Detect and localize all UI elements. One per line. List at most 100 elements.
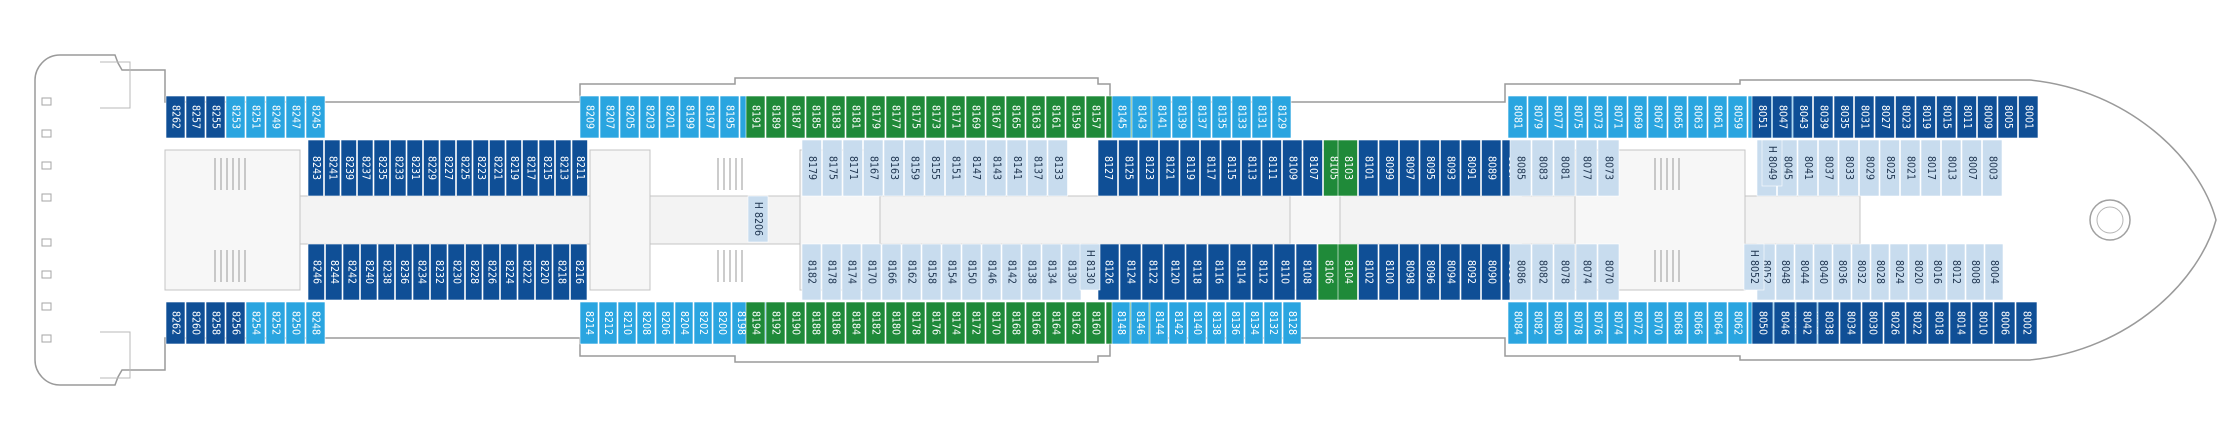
cabin[interactable]: 8121 [1159, 139, 1180, 197]
cabin[interactable]: 8044 [1794, 243, 1814, 301]
cabin[interactable]: 8089 [1481, 139, 1502, 197]
cabin[interactable]: 8062 [1727, 301, 1748, 345]
cabin[interactable]: 8050 [1751, 301, 1774, 345]
cabin[interactable]: 8141 [1151, 95, 1172, 139]
cabin[interactable]: 8229 [423, 139, 440, 197]
cabin[interactable]: 8167 [985, 95, 1006, 139]
cabin[interactable]: 8186 [825, 301, 846, 345]
cabin[interactable]: 8166 [1025, 301, 1046, 345]
cabin[interactable]: 8185 [805, 95, 826, 139]
cabin[interactable]: 8137 [1027, 139, 1048, 197]
cabin[interactable]: 8245 [305, 95, 326, 139]
cabin[interactable]: 8066 [1687, 301, 1708, 345]
cabin[interactable]: 8063 [1687, 95, 1708, 139]
cabin[interactable]: 8131 [1251, 95, 1272, 139]
cabin[interactable]: 8146 [981, 243, 1002, 301]
cabin[interactable]: 8031 [1854, 95, 1875, 139]
cabin[interactable]: 8112 [1251, 243, 1274, 301]
cabin[interactable]: 8182 [801, 243, 822, 301]
cabin[interactable]: 8095 [1419, 139, 1440, 197]
cabin[interactable]: 8128 [1282, 301, 1302, 345]
cabin[interactable]: 8082 [1531, 243, 1554, 301]
cabin[interactable]: 8137 [1191, 95, 1212, 139]
cabin[interactable]: 8188 [805, 301, 826, 345]
cabin[interactable]: 8014 [1949, 301, 1972, 345]
cabin[interactable]: 8098 [1399, 243, 1420, 301]
cabin[interactable]: 8104 [1337, 243, 1358, 301]
cabin[interactable]: 8116 [1207, 243, 1230, 301]
cabin[interactable]: 8147 [965, 139, 986, 197]
cabin[interactable]: 8061 [1707, 95, 1728, 139]
cabin[interactable]: 8029 [1859, 139, 1880, 197]
cabin[interactable]: 8217 [522, 139, 539, 197]
cabin[interactable]: 8155 [924, 139, 945, 197]
cabin[interactable]: 8171 [945, 95, 966, 139]
cabin[interactable]: 8092 [1460, 243, 1481, 301]
cabin[interactable]: 8179 [865, 95, 886, 139]
cabin[interactable]: 8176 [925, 301, 946, 345]
cabin[interactable]: 8207 [599, 95, 620, 139]
cabin[interactable]: 8069 [1627, 95, 1648, 139]
cabin[interactable]: 8171 [842, 139, 863, 197]
cabin[interactable]: 8101 [1358, 139, 1379, 197]
cabin[interactable]: 8106 [1317, 243, 1340, 301]
cabin[interactable]: 8038 [1817, 301, 1840, 345]
cabin[interactable]: 8243 [307, 139, 324, 197]
cabin[interactable]: 8100 [1378, 243, 1399, 301]
cabin[interactable]: 8120 [1163, 243, 1186, 301]
cabin[interactable]: 8070 [1597, 243, 1620, 301]
cabin[interactable]: 8123 [1138, 139, 1159, 197]
cabin[interactable]: 8064 [1707, 301, 1728, 345]
cabin[interactable]: 8107 [1302, 139, 1323, 197]
cabin[interactable]: 8030 [1861, 301, 1884, 345]
cabin[interactable]: 8168 [1005, 301, 1026, 345]
cabin[interactable]: 8250 [285, 301, 306, 345]
cabin[interactable]: 8138 [1021, 243, 1042, 301]
cabin[interactable]: 8231 [406, 139, 423, 197]
cabin[interactable]: 8235 [373, 139, 390, 197]
cabin[interactable]: 8082 [1527, 301, 1548, 345]
cabin[interactable]: 8145 [1111, 95, 1132, 139]
cabin[interactable]: 8182 [865, 301, 886, 345]
cabin[interactable]: 8230 [447, 243, 465, 301]
cabin[interactable]: 8083 [1531, 139, 1554, 197]
cabin[interactable]: 8148 [1111, 301, 1131, 345]
cabin[interactable]: 8249 [265, 95, 286, 139]
cabin[interactable]: 8118 [1185, 243, 1208, 301]
cabin[interactable]: 8223 [472, 139, 489, 197]
cabin[interactable]: 8241 [324, 139, 341, 197]
cabin[interactable]: 8126 [1097, 243, 1120, 301]
cabin[interactable]: 8065 [1667, 95, 1688, 139]
cabin[interactable]: 8093 [1440, 139, 1461, 197]
cabin[interactable]: 8225 [456, 139, 473, 197]
cabin[interactable]: 8132 [1263, 301, 1283, 345]
cabin[interactable]: 8099 [1378, 139, 1399, 197]
cabin[interactable]: 8135 [1211, 95, 1232, 139]
cabin[interactable]: 8260 [185, 301, 206, 345]
cabin[interactable]: 8034 [1839, 301, 1862, 345]
cabin[interactable]: 8013 [1941, 139, 1962, 197]
cabin[interactable]: 8218 [552, 243, 570, 301]
cabin[interactable]: 8021 [1900, 139, 1921, 197]
cabin[interactable]: 8211 [571, 139, 588, 197]
cabin[interactable]: 8175 [822, 139, 843, 197]
cabin[interactable]: 8181 [845, 95, 866, 139]
cabin[interactable]: 8019 [1915, 95, 1936, 139]
cabin[interactable]: 8213 [555, 139, 572, 197]
cabin[interactable]: 8097 [1399, 139, 1420, 197]
cabin[interactable]: 8201 [659, 95, 680, 139]
cabin[interactable]: 8142 [1168, 301, 1188, 345]
cabin[interactable]: 8018 [1927, 301, 1950, 345]
cabin[interactable]: 8159 [1065, 95, 1086, 139]
cabin[interactable]: 8184 [845, 301, 866, 345]
cabin[interactable]: 8090 [1481, 243, 1502, 301]
cabin[interactable]: 8033 [1838, 139, 1859, 197]
cabin[interactable]: 8143 [986, 139, 1007, 197]
cabin[interactable]: 8215 [538, 139, 555, 197]
cabin[interactable]: 8262 [165, 301, 186, 345]
cabin[interactable]: 8194 [745, 301, 766, 345]
cabin[interactable]: 8091 [1460, 139, 1481, 197]
cabin[interactable]: 8094 [1440, 243, 1461, 301]
cabin[interactable]: 8009 [1977, 95, 1998, 139]
cabin[interactable]: 8124 [1119, 243, 1142, 301]
